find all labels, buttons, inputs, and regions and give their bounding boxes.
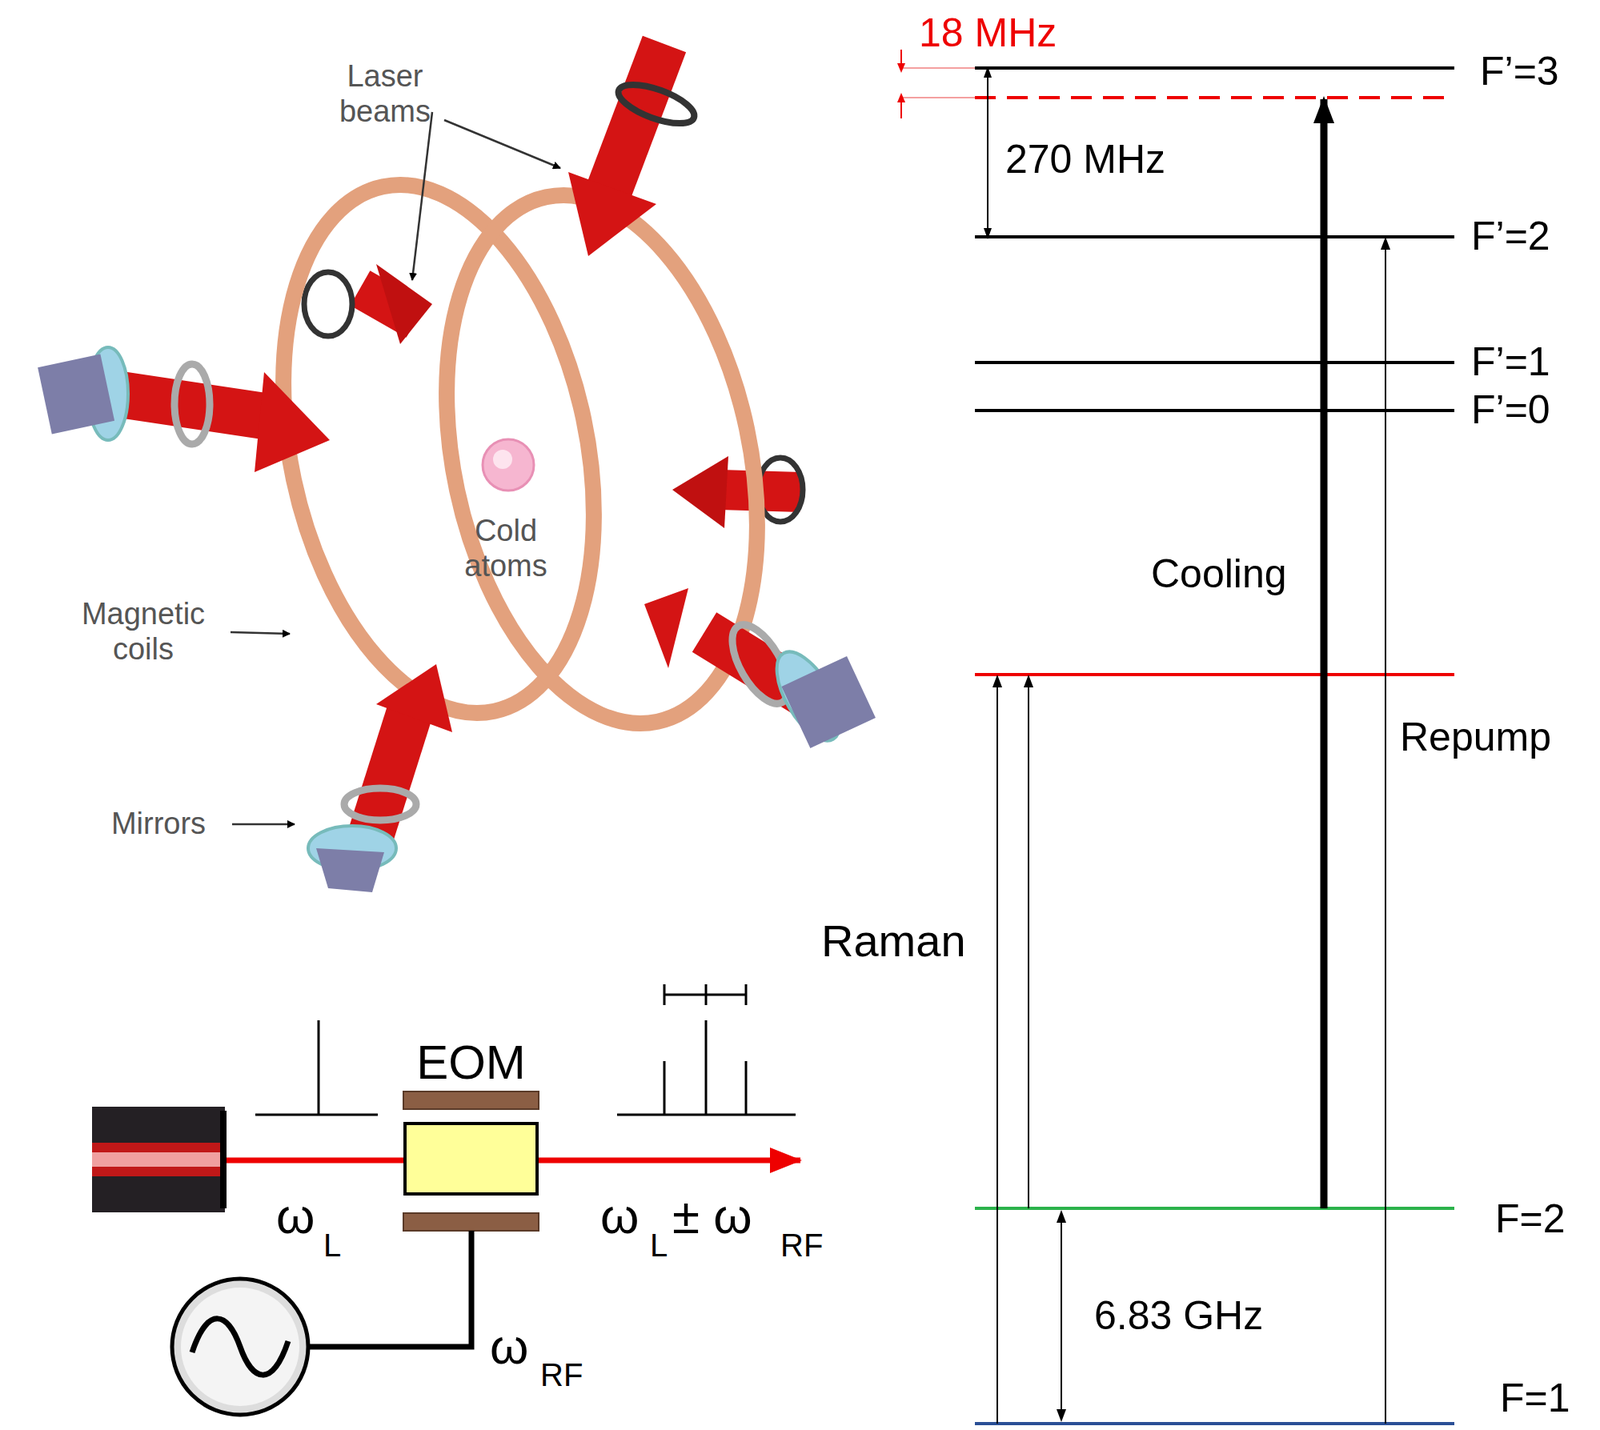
node-heading: EOM	[416, 1034, 526, 1091]
energy-levels	[901, 49, 1455, 1424]
text-label: F’=1	[1471, 339, 1551, 386]
text-label: F=2	[1495, 1196, 1566, 1244]
text-label: ± ω	[672, 1187, 753, 1245]
text-label: L	[323, 1227, 341, 1264]
text-label: F’=2	[1471, 213, 1551, 261]
text-label: Raman	[821, 915, 967, 967]
text-label: Cooling	[1150, 551, 1288, 598]
text-label: RF	[780, 1227, 823, 1264]
text-label: 18 MHz	[918, 10, 1057, 57]
text-label: ω	[600, 1187, 639, 1245]
eom-crystal: EOM	[403, 1122, 539, 1196]
text-label: L	[649, 1227, 668, 1264]
text-label: ω	[276, 1187, 315, 1245]
text-label: ω	[489, 1318, 529, 1376]
text-label: F’=0	[1471, 387, 1551, 434]
text-label: 270 MHz	[1005, 136, 1166, 184]
text-label: F=1	[1499, 1375, 1571, 1423]
text-label: 6.83 GHz	[1094, 1293, 1264, 1340]
text-label: Mirrors	[111, 806, 206, 843]
mot-illustration	[37, 44, 876, 893]
eom-setup	[92, 984, 801, 1416]
text-label: Repump	[1399, 714, 1552, 762]
text-label: Laser beams	[316, 59, 454, 129]
text-label: RF	[540, 1356, 583, 1394]
text-label: Magnetic coils	[67, 597, 220, 667]
text-label: Cold atoms	[437, 513, 574, 584]
text-label: F’=3	[1479, 48, 1560, 96]
